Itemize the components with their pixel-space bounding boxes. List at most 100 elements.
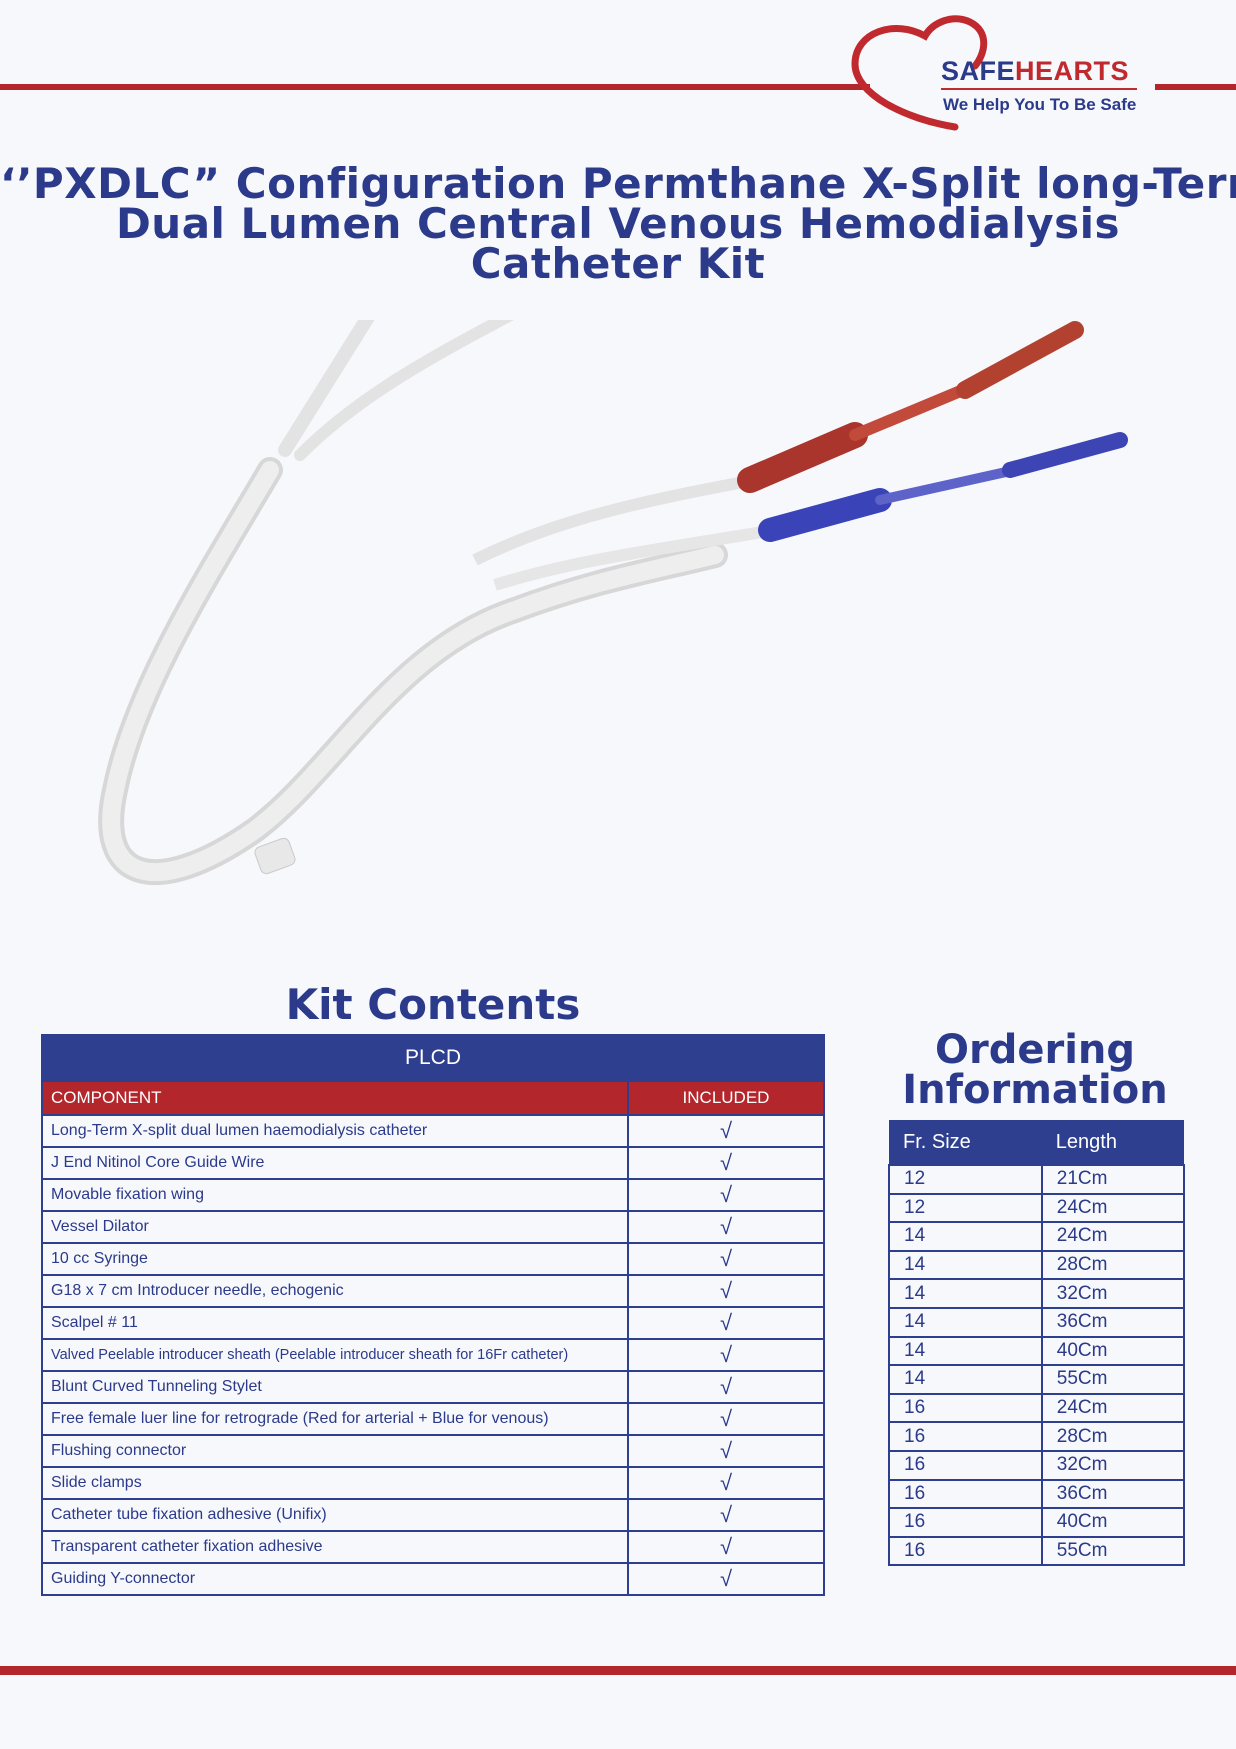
table-row: Scalpel # 11√ [41,1306,825,1340]
included-check-icon: √ [627,1242,825,1276]
catheter-illustration [98,320,1128,886]
included-check-icon: √ [627,1146,825,1180]
included-check-icon: √ [627,1530,825,1564]
component-cell: Flushing connector [41,1434,629,1468]
table-row: Movable fixation wing√ [41,1178,825,1212]
included-check-icon: √ [627,1338,825,1372]
size-cell: 14 [888,1364,1043,1395]
size-cell: 16 [888,1535,1043,1567]
length-cell: 36Cm [1040,1306,1186,1338]
ordering-heading: Ordering Information [902,1027,1168,1113]
kit-contents-table: PLCD COMPONENT INCLUDED Long-Term X-spli… [41,1034,825,1596]
table-row: Guiding Y-connector√ [41,1562,825,1596]
component-cell: Blunt Curved Tunneling Stylet [41,1370,629,1404]
length-cell: 28Cm [1040,1249,1186,1281]
component-cell: Movable fixation wing [41,1178,629,1212]
top-divider-right [1155,84,1236,90]
included-check-icon: √ [627,1178,825,1212]
title-line-2: Dual Lumen Central Venous Hemodialysis [115,199,1121,248]
length-cell: 32Cm [1040,1278,1186,1309]
included-check-icon: √ [627,1210,825,1244]
table-row: Long-Term X-split dual lumen haemodialys… [41,1114,825,1148]
size-cell: 14 [888,1278,1043,1309]
component-cell: Guiding Y-connector [41,1562,629,1596]
column-header-length: Length [1041,1120,1184,1165]
size-cell: 16 [888,1507,1043,1538]
brand-logo: SAFEHEARTS We Help You To Be Safe [845,14,1145,144]
included-check-icon: √ [627,1402,825,1436]
component-cell: J End Nitinol Core Guide Wire [41,1146,629,1180]
page-title: ‘’PXDLC” Configuration Permthane X-Split… [0,159,1236,285]
brand-tagline: We Help You To Be Safe [943,95,1137,114]
length-cell: 28Cm [1040,1421,1186,1452]
table-row: J End Nitinol Core Guide Wire√ [41,1146,825,1180]
component-cell: Slide clamps [41,1466,629,1500]
table-row: Free female luer line for retrograde (Re… [41,1402,825,1436]
table-row: Transparent catheter fixation adhesive√ [41,1530,825,1564]
length-cell: 40Cm [1040,1507,1186,1538]
table-row: Flushing connector√ [41,1434,825,1468]
length-cell: 40Cm [1040,1335,1186,1367]
table-row: Catheter tube fixation adhesive (Unifix)… [41,1498,825,1532]
size-cell: 16 [888,1478,1043,1510]
included-check-icon: √ [627,1114,825,1148]
size-cell: 14 [888,1221,1043,1252]
column-header-included: INCLUDED [627,1080,825,1116]
size-cell: 14 [888,1335,1043,1367]
component-cell: Valved Peelable introducer sheath (Peela… [41,1338,629,1372]
length-cell: 24Cm [1040,1192,1186,1224]
component-cell: Vessel Dilator [41,1210,629,1244]
component-cell: 10 cc Syringe [41,1242,629,1276]
brand-name: SAFEHEARTS [941,56,1130,86]
table-row: Blunt Curved Tunneling Stylet√ [41,1370,825,1404]
component-cell: Long-Term X-split dual lumen haemodialys… [41,1114,629,1148]
included-check-icon: √ [627,1498,825,1532]
kit-contents-heading: Kit Contents [285,980,581,1029]
table-row: Valved Peelable introducer sheath (Peela… [41,1338,825,1372]
table-title: PLCD [41,1034,825,1082]
length-cell: 24Cm [1040,1392,1186,1424]
length-cell: 36Cm [1040,1478,1186,1510]
size-cell: 12 [888,1164,1043,1195]
included-check-icon: √ [627,1434,825,1468]
table-row: Vessel Dilator√ [41,1210,825,1244]
table-row: Slide clamps√ [41,1466,825,1500]
length-cell: 55Cm [1040,1535,1186,1567]
column-header-size: Fr. Size [889,1120,1042,1165]
column-header-component: COMPONENT [41,1080,629,1116]
table-row: G18 x 7 cm Introducer needle, echogenic√ [41,1274,825,1308]
bottom-divider [0,1666,1236,1675]
included-check-icon: √ [627,1466,825,1500]
title-line-1: ‘’PXDLC” Configuration Permthane X-Split… [0,159,1236,208]
table-row: 10 cc Syringe√ [41,1242,825,1276]
size-cell: 16 [888,1392,1043,1424]
length-cell: 55Cm [1040,1364,1186,1395]
component-cell: Free female luer line for retrograde (Re… [41,1402,629,1436]
included-check-icon: √ [627,1306,825,1340]
top-divider [0,84,870,90]
size-cell: 16 [888,1421,1043,1452]
included-check-icon: √ [627,1562,825,1596]
included-check-icon: √ [627,1274,825,1308]
brand-underline [941,88,1137,90]
component-cell: Transparent catheter fixation adhesive [41,1530,629,1564]
length-cell: 32Cm [1040,1449,1186,1481]
length-cell: 21Cm [1040,1164,1186,1195]
component-cell: Catheter tube fixation adhesive (Unifix) [41,1498,629,1532]
size-cell: 16 [888,1449,1043,1481]
size-cell: 14 [888,1306,1043,1338]
